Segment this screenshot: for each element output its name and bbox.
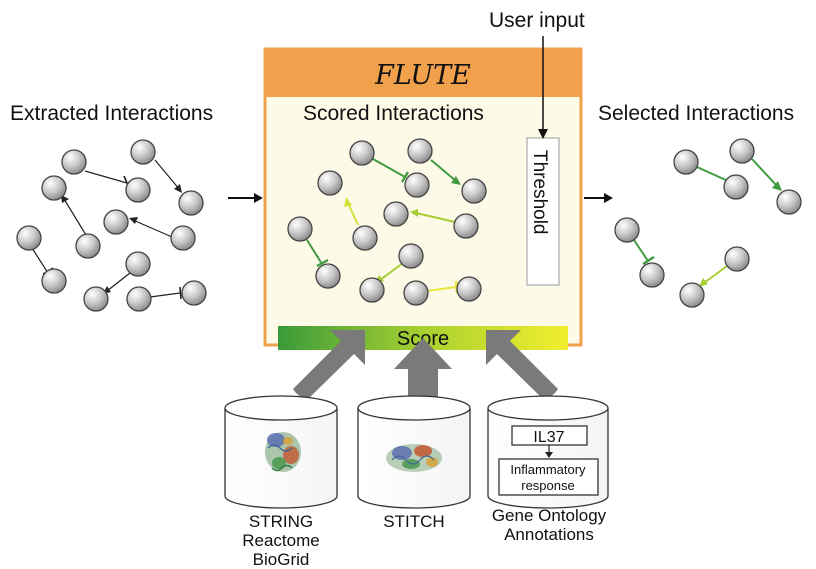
node xyxy=(407,138,433,164)
flow-arrow-in xyxy=(228,193,263,203)
node xyxy=(456,276,482,302)
node xyxy=(181,280,207,306)
node xyxy=(461,178,487,204)
node xyxy=(170,225,196,251)
molecule-structure-icon xyxy=(386,444,442,472)
node xyxy=(41,175,67,201)
node xyxy=(83,286,109,312)
node xyxy=(126,286,152,312)
flute-title: FLUTE xyxy=(374,60,471,91)
user-input-label: User input xyxy=(489,9,585,32)
edge-activate xyxy=(751,158,778,187)
edge-activate xyxy=(703,265,728,284)
edge-inhibit xyxy=(306,239,323,265)
go-effect-line2: response xyxy=(521,478,574,493)
scored-interactions-label: Scored Interactions xyxy=(303,102,484,125)
database-string xyxy=(224,395,338,509)
node xyxy=(349,140,375,166)
edge-activate xyxy=(347,202,359,226)
protein-structure-icon xyxy=(265,432,301,472)
db-arrow-1 xyxy=(293,330,365,401)
database-go: IL37 Inflammatory response xyxy=(487,395,609,509)
node xyxy=(724,246,750,272)
user-input-arrow xyxy=(538,36,548,139)
selected-interactions-label: Selected Interactions xyxy=(598,102,794,125)
node xyxy=(317,170,343,196)
node xyxy=(61,149,87,175)
node xyxy=(403,280,429,306)
db1-line3: BioGrid xyxy=(253,550,310,569)
node xyxy=(673,149,699,175)
db-arrow-2 xyxy=(394,338,452,398)
edge-activate xyxy=(415,212,456,223)
edge-activate xyxy=(430,159,457,182)
db3-line1: Gene Ontology xyxy=(492,506,607,525)
node xyxy=(41,268,67,294)
edge-inhibit xyxy=(696,166,729,182)
node xyxy=(130,139,156,165)
edge-inhibit xyxy=(84,170,128,184)
node xyxy=(315,263,341,289)
db1-line2: Reactome xyxy=(242,531,319,550)
go-effect-box xyxy=(498,458,599,496)
node xyxy=(723,174,749,200)
db-arrows xyxy=(293,330,558,401)
db1-line1: STRING xyxy=(249,512,313,531)
node xyxy=(103,209,129,235)
edge-activate xyxy=(379,262,404,281)
edge-activate xyxy=(106,272,131,292)
node xyxy=(178,190,204,216)
edge-inhibit xyxy=(426,286,457,292)
node xyxy=(614,217,640,243)
node xyxy=(287,216,313,242)
edge-activate xyxy=(132,219,173,238)
threshold-frame[interactable] xyxy=(526,137,560,286)
edge-inhibit xyxy=(31,247,49,274)
scored-network xyxy=(287,138,487,306)
flow-arrow-out xyxy=(584,193,613,203)
edge-inhibit xyxy=(372,158,406,178)
extracted-network xyxy=(16,139,207,312)
threshold-box[interactable]: Threshold xyxy=(526,137,560,286)
extracted-interactions-label: Extracted Interactions xyxy=(10,102,213,125)
node xyxy=(359,277,385,303)
node xyxy=(75,233,101,259)
node xyxy=(639,262,665,288)
node xyxy=(125,177,151,203)
edge-activate xyxy=(63,198,87,236)
node xyxy=(453,213,479,239)
threshold-label: Threshold xyxy=(529,150,550,235)
node xyxy=(729,138,755,164)
node xyxy=(776,189,802,215)
edge-inhibit xyxy=(633,239,649,262)
node xyxy=(352,225,378,251)
flute-header xyxy=(265,49,581,97)
database-stitch xyxy=(357,395,471,509)
node xyxy=(398,243,424,269)
node xyxy=(16,225,42,251)
edge-inhibit xyxy=(149,292,181,298)
db2-line1: STITCH xyxy=(383,512,444,531)
db-arrow-3 xyxy=(486,330,558,401)
go-effect-line1: Inflammatory xyxy=(510,462,586,477)
node xyxy=(404,172,430,198)
go-term-label: IL37 xyxy=(533,429,564,446)
node xyxy=(125,251,151,277)
node xyxy=(383,201,409,227)
db3-line2: Annotations xyxy=(504,525,594,544)
node xyxy=(679,282,705,308)
edge-activate xyxy=(154,159,181,191)
selected-network xyxy=(614,138,802,308)
